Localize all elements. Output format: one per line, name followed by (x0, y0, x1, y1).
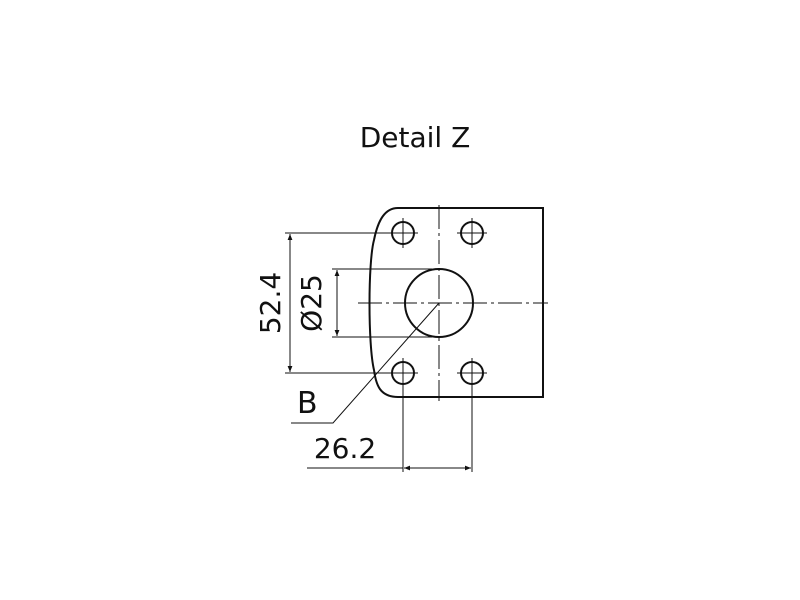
dimension-label-bore: Ø25 (295, 274, 328, 332)
dimension-label-26-2: 26.2 (314, 432, 376, 465)
bore-circle (404, 268, 474, 338)
dimension-26-2 (307, 385, 473, 472)
bolt-hole (457, 358, 487, 388)
section-marker-b: B (297, 386, 318, 421)
detail-title: Detail Z (360, 121, 471, 154)
bolt-hole (457, 218, 487, 248)
dimension-bore-diameter (332, 268, 432, 338)
leader-line-b (291, 302, 440, 424)
dimension-label-52-4: 52.4 (254, 272, 287, 334)
plate-outline (368, 207, 544, 398)
